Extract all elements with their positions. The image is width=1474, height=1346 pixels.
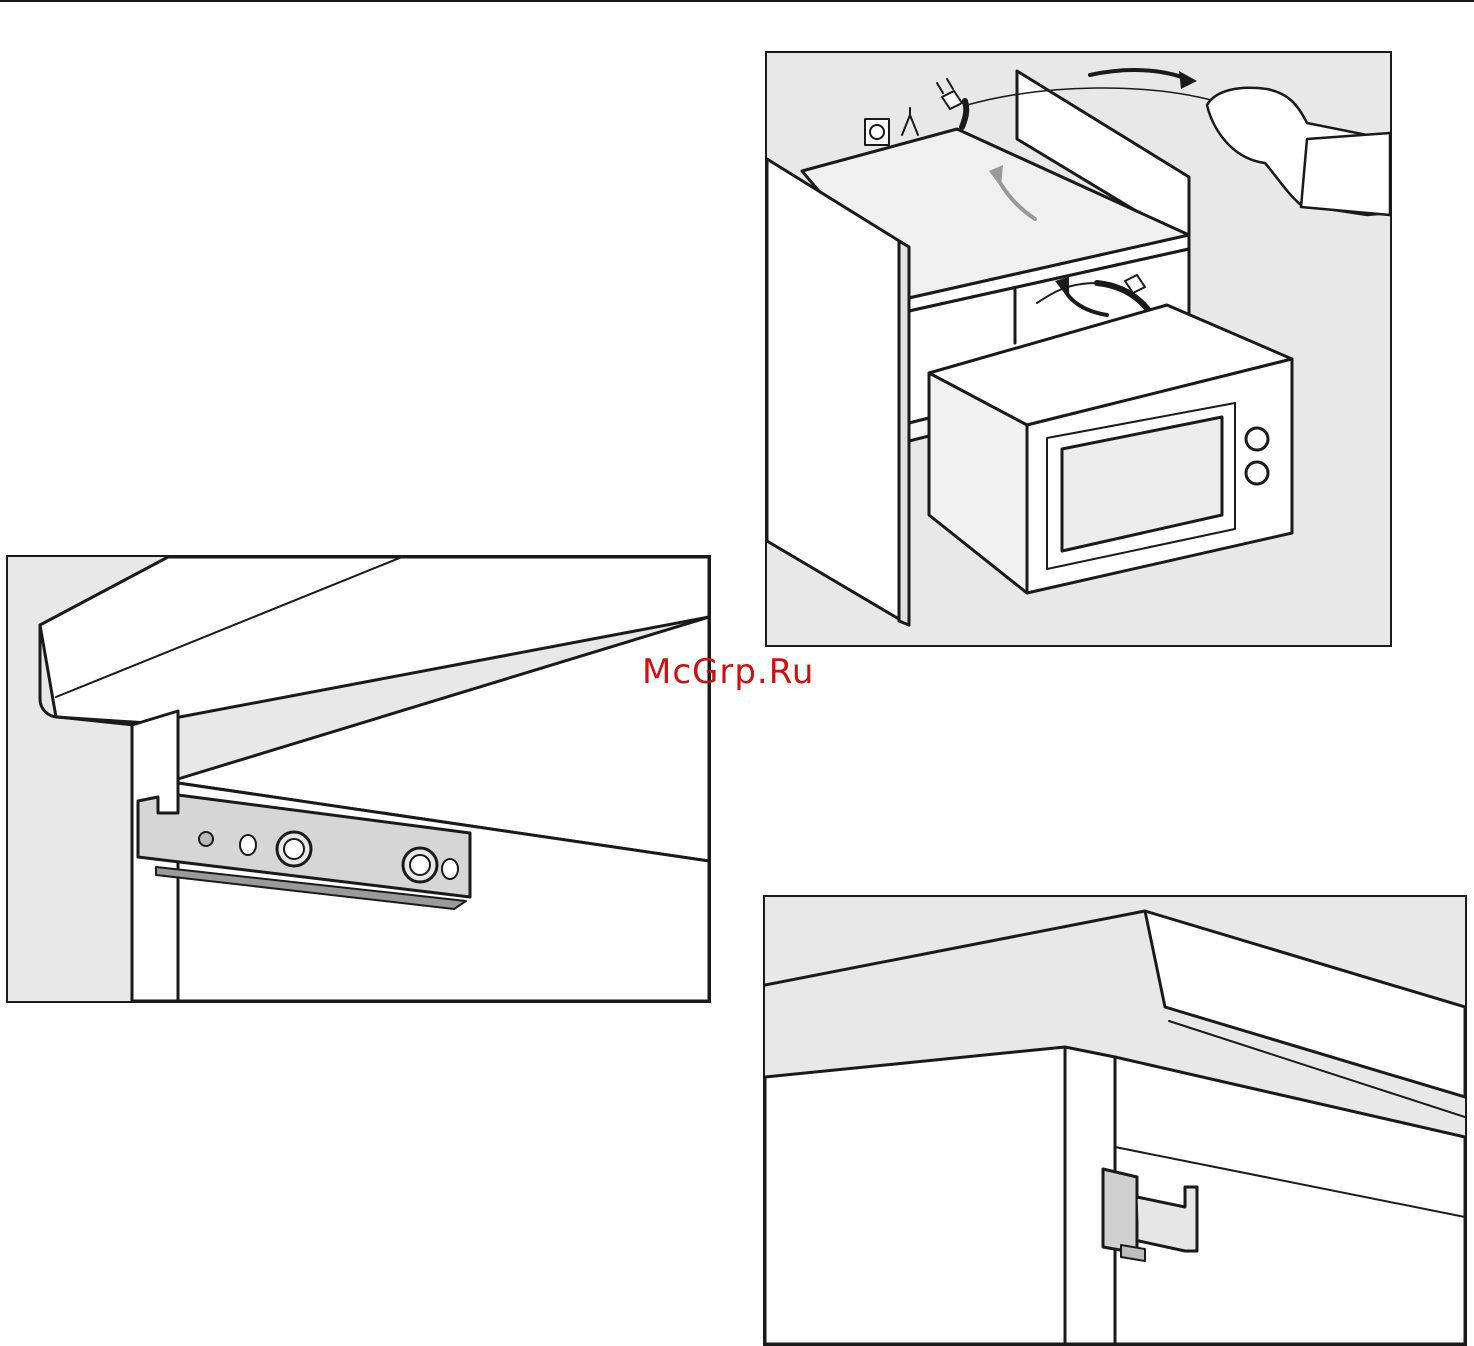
mounting-bracket-illustration bbox=[8, 557, 709, 1001]
microwave-installation-illustration bbox=[767, 53, 1390, 645]
retaining-clip bbox=[1103, 1169, 1137, 1253]
figure-mounting-bracket bbox=[6, 555, 711, 1003]
microwave-knob-lower bbox=[1246, 462, 1268, 484]
worktop bbox=[765, 911, 1145, 985]
figure-microwave-installation bbox=[765, 51, 1392, 647]
disconnect-symbol bbox=[902, 115, 918, 135]
cabinet-front bbox=[765, 1047, 1065, 1344]
socket-icon bbox=[865, 119, 889, 145]
microwave-knob-upper bbox=[1246, 428, 1268, 450]
figure-retaining-clip bbox=[763, 895, 1467, 1346]
watermark-text: McGrp.Ru bbox=[642, 652, 814, 692]
page-top-rule bbox=[0, 0, 1474, 2]
arrow-right-icon bbox=[1179, 71, 1197, 89]
retaining-clip-illustration bbox=[765, 897, 1465, 1344]
plug-icon bbox=[942, 91, 962, 109]
